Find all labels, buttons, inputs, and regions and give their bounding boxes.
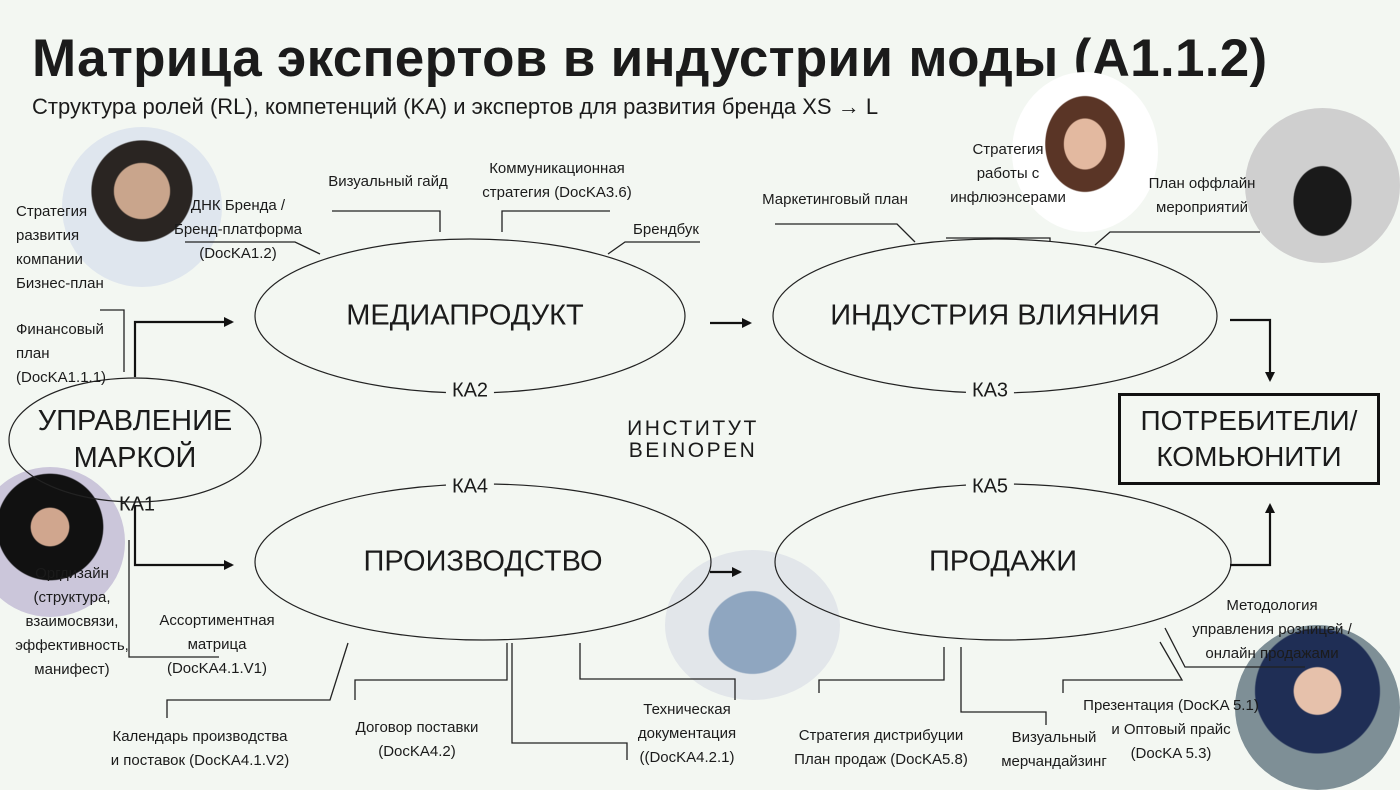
connector-distribution	[818, 647, 945, 693]
expert-photo-brand	[62, 127, 222, 287]
connector-presentation	[1062, 641, 1184, 693]
expert-photo-production	[665, 550, 840, 700]
node-production: ПРОИЗВОДСТВО	[363, 545, 603, 578]
connector-dna	[185, 241, 321, 255]
doc-merch: Визуальный мерчандайзинг	[1001, 729, 1107, 770]
doc-strategy: Стратегия развития компании Бизнес-план	[16, 203, 104, 292]
expert-photo-sales	[1235, 625, 1400, 790]
ellipse-brand	[8, 377, 262, 503]
doc-retail: Методология управления розницей / онлайн…	[1192, 597, 1352, 662]
connector-assortment	[128, 540, 219, 658]
connector-supply	[354, 643, 508, 700]
doc-distribution: Стратегия дистрибуции План продаж (DocKA…	[794, 727, 968, 768]
node-consumers: ПОТРЕБИТЕЛИ/ КОМЬЮНИТИ	[1118, 393, 1380, 485]
doc-techdoc: Техническая документация ((DocKA4.2.1)	[637, 701, 737, 766]
doc-supply: Договор поставки (DocKA4.2)	[355, 719, 479, 760]
doc-marketing: Маркетинговый план	[762, 191, 908, 208]
arrow-sales-consumers	[1230, 503, 1275, 567]
connector-marketing	[775, 223, 916, 243]
node-media-product: МЕДИАПРОДУКТ	[346, 299, 584, 332]
connector-offline	[1094, 231, 1260, 246]
expert-photo-influencers	[1012, 72, 1158, 232]
connector-retail	[1164, 627, 1305, 668]
ka3-label: КА3	[965, 379, 1015, 403]
doc-offline: План оффлайн мероприятий	[1148, 175, 1256, 216]
node-brand-management: УПРАВЛЕНИЕ МАРКОЙ	[37, 405, 233, 474]
doc-assortment: Ассортиментная матрица (DocKA4.1.V1)	[159, 612, 275, 677]
connector-finance	[100, 309, 125, 372]
connector-comm	[501, 210, 610, 232]
connector-merch	[960, 647, 1047, 725]
page-subtitle: Структура ролей (RL), компетенций (KA) и…	[32, 94, 879, 119]
doc-orgdesign: Оргдизайн (структура, взаимосвязи, эффек…	[15, 565, 129, 678]
doc-finance: Финансовый план (DocKA1.1.1)	[16, 321, 107, 386]
arrow-influence-consumers	[1230, 318, 1275, 382]
doc-visual-guide: Визуальный гайд	[328, 173, 448, 190]
connector-influencers	[946, 237, 1051, 242]
ka5-label: КА5	[965, 475, 1015, 499]
expert-photo-events	[1245, 108, 1400, 263]
ka4-label: КА4	[445, 475, 495, 499]
arrow-brand-production	[133, 505, 234, 570]
doc-brandbook: Брендбук	[633, 221, 699, 238]
expert-photo-orgdesign	[0, 467, 125, 617]
connector-techdoc	[511, 643, 628, 760]
node-influence-industry: ИНДУСТРИЯ ВЛИЯНИЯ	[830, 299, 1160, 332]
doc-dna: ДНК Бренда / Бренд-платформа (DocKA1.2)	[174, 197, 302, 262]
doc-presentation: Презентация (DocKA 5.1) и Оптовый прайс …	[1083, 697, 1259, 762]
doc-calendar: Календарь производства и поставок (DocKA…	[110, 728, 290, 769]
arrow-brand-media	[133, 317, 234, 377]
connector-visual-guide	[332, 210, 441, 232]
doc-comm-strategy: Коммуникационная стратегия (DocKA3.6)	[482, 160, 632, 201]
ka1-label: КА1	[118, 493, 156, 516]
connector-techdoc-2	[579, 643, 736, 700]
connector-calendar	[166, 642, 349, 718]
doc-influencers: Стратегия работы с инфлюэнсерами	[950, 141, 1066, 206]
connector-brandbook	[607, 241, 700, 255]
ka2-label: КА2	[445, 379, 495, 403]
institute-logo: ИНСТИТУТ BEINOPEN	[627, 417, 759, 462]
node-sales: ПРОДАЖИ	[928, 545, 1078, 578]
